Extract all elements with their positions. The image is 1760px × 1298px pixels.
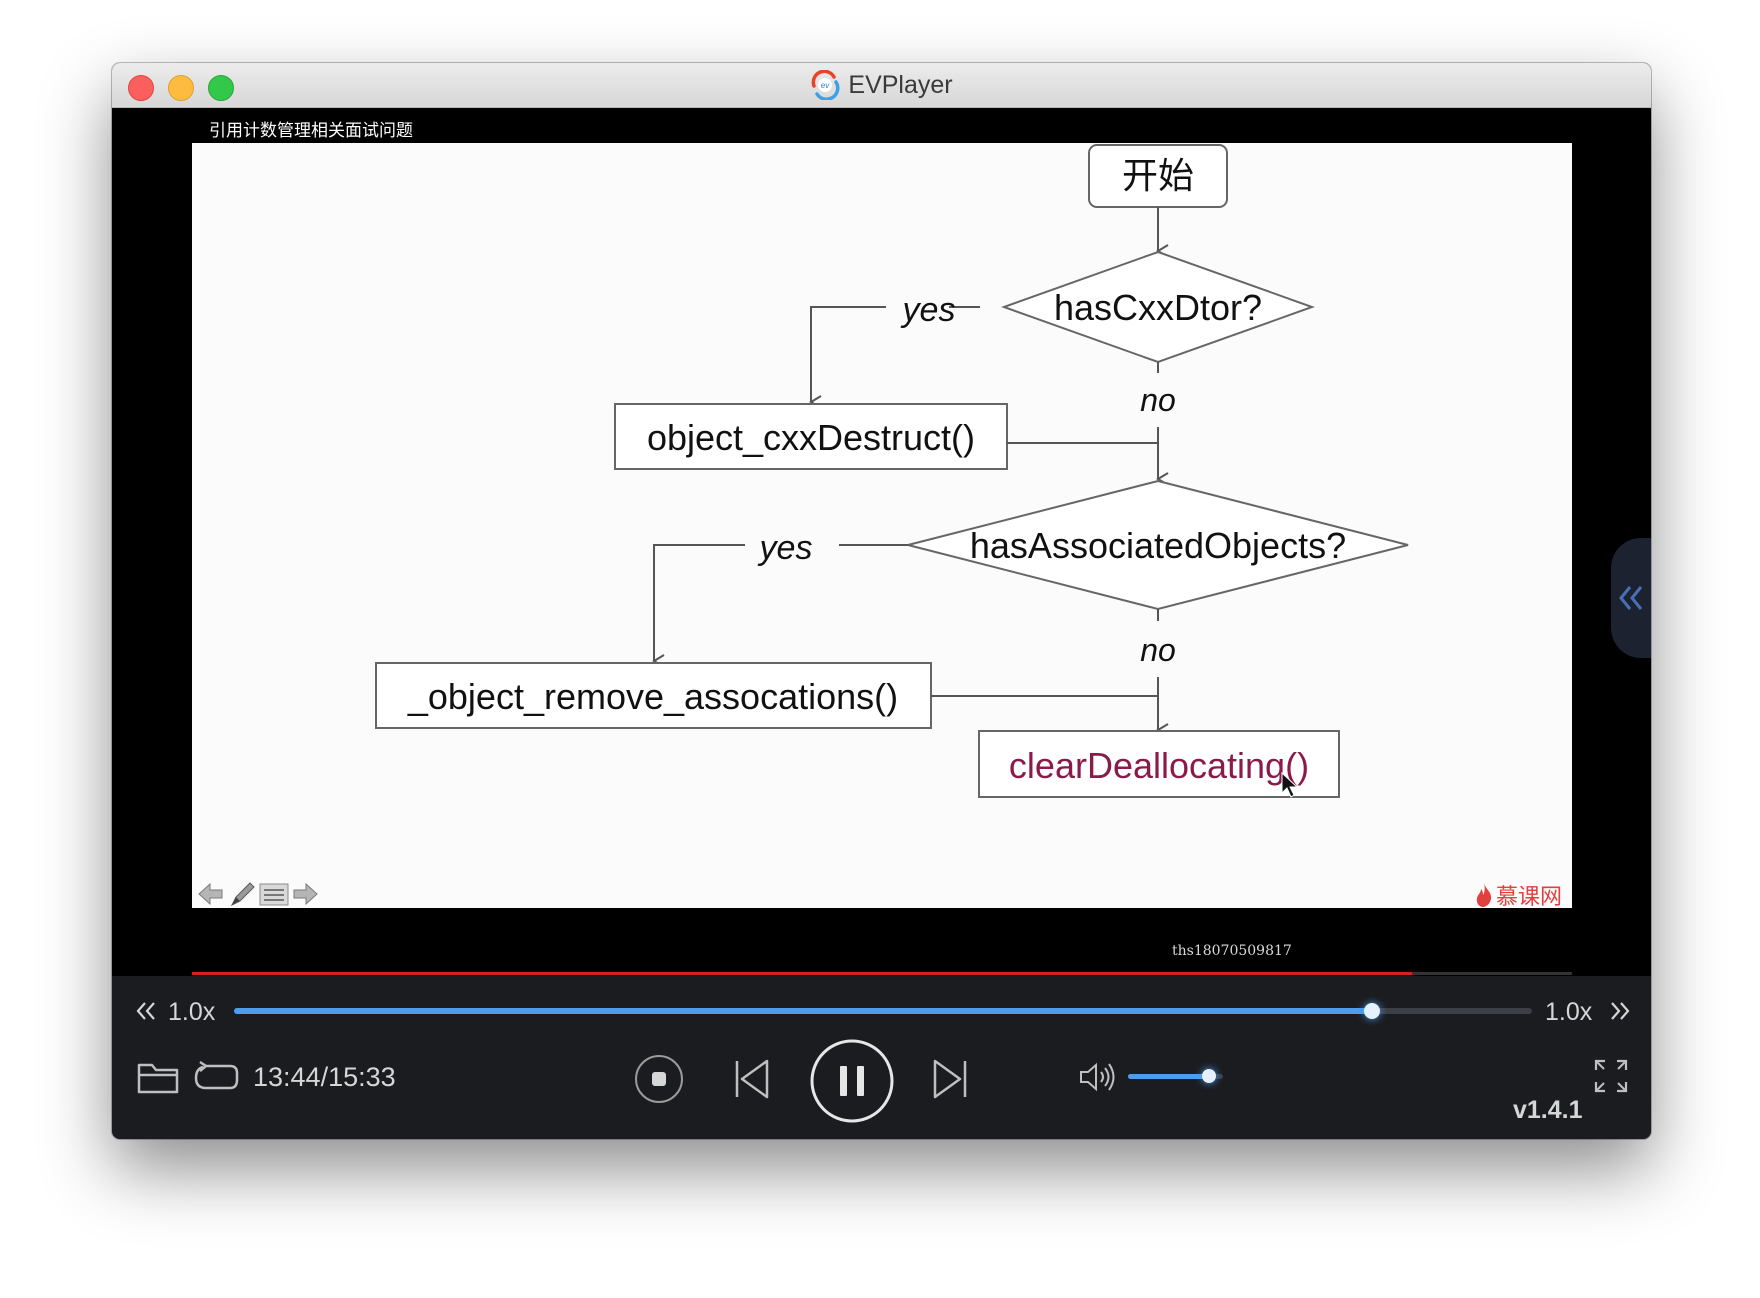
next-track-button[interactable] [930, 1056, 970, 1102]
process-node-cxxdestruct [614, 403, 1008, 470]
mouse-cursor-icon [1281, 771, 1299, 798]
speed-label-left: 1.0x [168, 998, 216, 1026]
volume-slider-handle[interactable] [1201, 1069, 1216, 1083]
pen-icon[interactable] [230, 882, 255, 907]
seek-bar[interactable] [234, 1003, 1532, 1019]
decision-cxxdtor-label: hasCxxDtor? [1054, 287, 1262, 328]
version-label: v1.4.1 [1513, 1096, 1583, 1124]
title-bar: ev EVPlayer [112, 63, 1651, 108]
slide-toolbar [198, 882, 318, 907]
volume-slider-fill [1128, 1074, 1209, 1079]
process-node-remove-assocations [375, 662, 932, 729]
close-window-button[interactable] [128, 75, 154, 101]
title-group: ev EVPlayer [112, 63, 1651, 107]
seek-bar-fill [234, 1008, 1373, 1014]
loop-icon[interactable] [192, 1060, 240, 1094]
double-chevron-left-icon [1619, 586, 1643, 610]
menu-icon[interactable] [259, 883, 289, 906]
start-node-label: 开始 [1122, 156, 1194, 197]
course-title: 引用计数管理相关面试问题 [209, 121, 413, 141]
time-display: 13:44/15:33 [253, 1062, 396, 1092]
fullscreen-icon[interactable] [1593, 1058, 1629, 1094]
decision-associated-label: hasAssociatedObjects? [970, 525, 1346, 566]
connector [652, 544, 745, 668]
pause-button[interactable] [809, 1038, 895, 1124]
yes-label: yes [901, 291, 956, 329]
volume-icon[interactable] [1078, 1060, 1118, 1094]
seek-bar-handle[interactable] [1364, 1003, 1381, 1019]
svg-text:ev: ev [821, 81, 830, 90]
end-node [978, 730, 1340, 798]
minimize-window-button[interactable] [168, 75, 194, 101]
video-area[interactable]: 引用计数管理相关面试问题 开始 hasCxxDtor? [112, 108, 1651, 976]
evplayer-logo-icon: ev [812, 70, 840, 100]
stop-button[interactable] [634, 1054, 684, 1104]
prev-slide-icon[interactable] [198, 882, 223, 906]
flame-icon [1476, 883, 1492, 907]
next-slide-icon[interactable] [293, 882, 318, 906]
process-cxxdestruct-label: object_cxxDestruct() [647, 417, 975, 458]
evplayer-window: ev EVPlayer 引用计数管理相关面试问题 开始 hasC [112, 63, 1651, 1139]
video-buffer-progress [192, 972, 1572, 975]
pause-icon [840, 1066, 847, 1096]
open-folder-icon[interactable] [136, 1058, 180, 1096]
user-id-watermark: ths18070509817 [1172, 943, 1292, 959]
previous-track-button[interactable] [732, 1056, 772, 1102]
process-remove-assocations-label: _object_remove_assocations() [407, 676, 898, 717]
speed-up-icon[interactable] [1608, 998, 1632, 1024]
no-label: no [1140, 382, 1176, 418]
watermark-text: 慕课网 [1495, 885, 1562, 910]
volume-slider[interactable] [1128, 1069, 1223, 1083]
end-node-label: clearDeallocating() [1009, 745, 1309, 786]
stop-icon [652, 1072, 666, 1086]
maximize-window-button[interactable] [208, 75, 234, 101]
speed-down-icon[interactable] [134, 998, 158, 1024]
slide: 开始 hasCxxDtor? yes object_cxxDestruct() … [192, 143, 1572, 911]
window-title: EVPlayer [848, 70, 953, 99]
yes-label: yes [758, 529, 813, 567]
video-buffer-progress-fill [192, 972, 1412, 975]
flowchart-diagram: 开始 hasCxxDtor? yes object_cxxDestruct() … [375, 144, 1409, 798]
player-controls: 1.0x 1.0x 13:44/15:33 [112, 976, 1651, 1139]
no-label: no [1140, 632, 1176, 668]
watermark: 慕课网 [1474, 879, 1562, 911]
side-panel-toggle[interactable] [1611, 538, 1651, 658]
connector [809, 306, 886, 409]
speed-label-right: 1.0x [1545, 998, 1593, 1026]
